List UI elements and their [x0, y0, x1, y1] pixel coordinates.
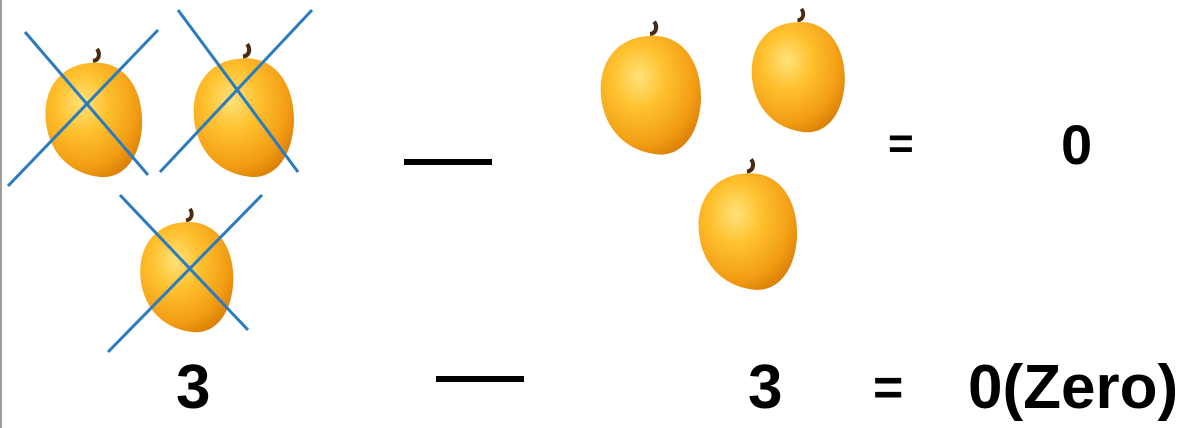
top-equals-sign: = — [888, 122, 914, 166]
top-result: 0 — [1061, 117, 1092, 173]
bottom-operand-right: 3 — [748, 357, 782, 419]
minus-sign-icon — [436, 376, 524, 382]
bottom-equals-sign: = — [873, 362, 903, 414]
minus-sign-icon — [404, 159, 492, 165]
bottom-operand-left: 3 — [176, 357, 210, 419]
mango-icon — [745, 5, 850, 135]
mango-icon — [693, 155, 801, 293]
bottom-result: 0(Zero) — [968, 357, 1178, 419]
mango-icon — [595, 15, 705, 160]
